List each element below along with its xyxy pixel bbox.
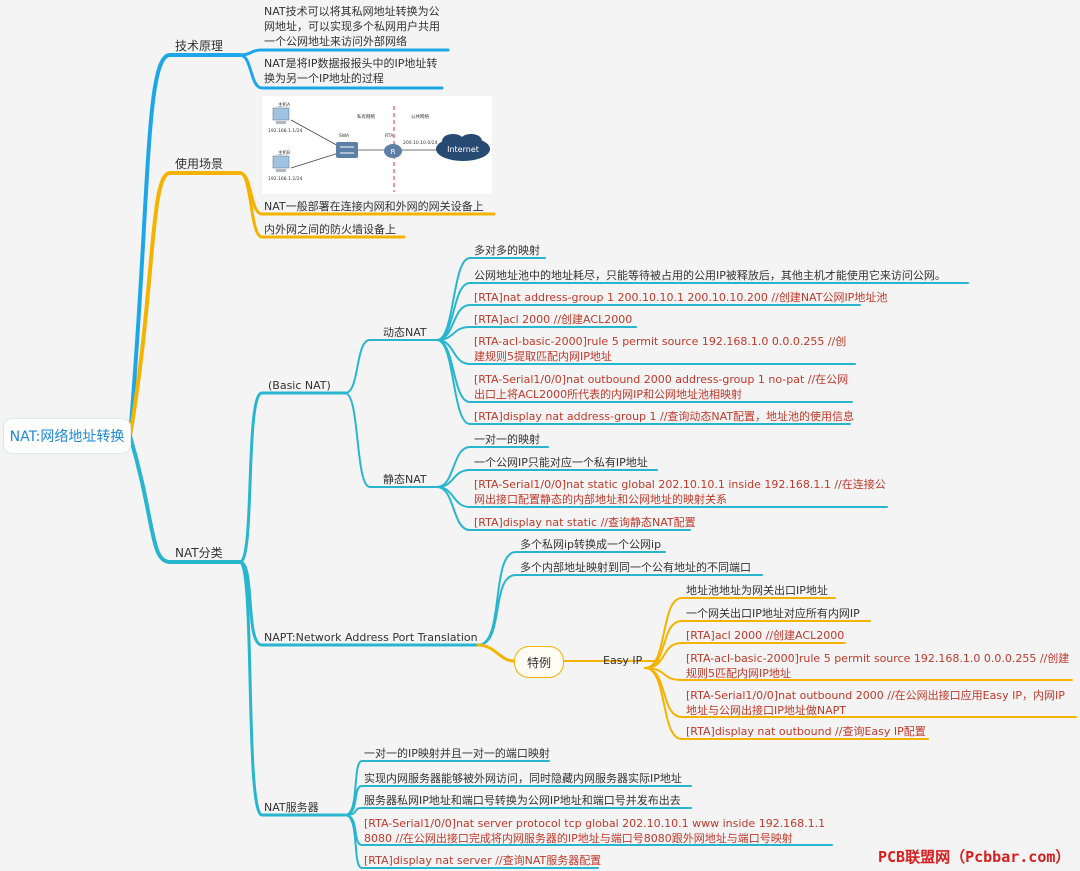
host-a-icon bbox=[272, 107, 290, 124]
dynamic-nat-label[interactable]: 动态NAT bbox=[383, 326, 427, 339]
watermark: PCB联盟网（Pcbbar.com） bbox=[878, 848, 1071, 866]
dynamic-item: [RTA]display nat address-group 1 //查询动态N… bbox=[474, 410, 855, 423]
napt-item: 多个内部地址映射到同一个公有地址的不同端口 bbox=[520, 561, 751, 574]
easyip-item: [RTA-Serial1/0/0]nat outbound 2000 //在公网… bbox=[686, 689, 1065, 717]
link-principle-2 bbox=[238, 53, 444, 90]
nat-server-label[interactable]: NAT服务器 bbox=[264, 801, 319, 814]
principle-item: NAT技术可以将其私网地址转换为公网地址，可以实现多个私网用户共用一个公网地址来… bbox=[264, 5, 440, 48]
scenario-item: NAT一般部署在连接内网和外网的网关设备上 bbox=[264, 200, 484, 213]
basic-nat-label[interactable]: (Basic NAT) bbox=[268, 379, 331, 392]
dynamic-item: [RTA]acl 2000 //创建ACL2000 bbox=[474, 313, 633, 326]
static-item: [RTA]display nat static //查询静态NAT配置 bbox=[474, 516, 696, 529]
swa-label: SWA bbox=[339, 133, 350, 139]
napt-item: 多个私网ip转换成一个公网ip bbox=[520, 538, 662, 551]
rta-label: RTA bbox=[385, 133, 394, 139]
link-principle-1 bbox=[238, 48, 450, 57]
server-item: [RTA]display nat server //查询NAT服务器配置 bbox=[364, 854, 602, 867]
dynamic-item: [RTA-acl-basic-2000]rule 5 permit source… bbox=[474, 335, 847, 363]
special-case-label: 特例 bbox=[526, 655, 551, 670]
easy-ip-label[interactable]: Easy IP bbox=[603, 654, 643, 667]
dynamic-item: [RTA-Serial1/0/0]nat outbound 2000 addre… bbox=[474, 373, 849, 401]
link-class-server bbox=[238, 560, 347, 817]
scenario-item: 内外网之间的防火墙设备上 bbox=[264, 223, 396, 236]
server-item: 实现内网服务器能够被外网访问，同时隐藏内网服务器实际IP地址 bbox=[364, 772, 682, 785]
link-scenario-2 bbox=[238, 171, 406, 239]
link-sta-2 bbox=[436, 469, 658, 488]
router-icon: R bbox=[384, 144, 402, 158]
link-class-basic bbox=[238, 391, 347, 564]
host-a-ip: 192.168.1.1/24 bbox=[268, 128, 303, 134]
static-item: 一个公网IP只能对应一个私有IP地址 bbox=[474, 456, 648, 469]
link-easy-6 bbox=[644, 667, 929, 740]
internet-label: Internet bbox=[447, 145, 479, 154]
link-basic-dynamic bbox=[344, 339, 438, 394]
static-item: [RTA-Serial1/0/0]nat static global 202.1… bbox=[474, 478, 886, 506]
napt-label[interactable]: NAPT:Network Address Port Translation bbox=[264, 631, 478, 644]
link-sta-4 bbox=[436, 486, 691, 531]
link-root-principle bbox=[128, 53, 242, 438]
dynamic-item: 公网地址池中的地址耗尽，只能等待被占用的公用IP被释放后，其他主机才能使用它来访… bbox=[474, 269, 946, 282]
switch-icon bbox=[336, 142, 358, 158]
easyip-item: 地址池地址为网关出口IP地址 bbox=[686, 584, 828, 597]
easyip-item: [RTA]acl 2000 //创建ACL2000 bbox=[686, 629, 845, 642]
classification-label[interactable]: NAT分类 bbox=[175, 546, 223, 560]
server-item: 服务器私网IP地址和端口号转换为公网IP地址和端口号并发布出去 bbox=[364, 794, 681, 807]
host-b-icon bbox=[272, 155, 290, 172]
link-basic-static bbox=[344, 392, 438, 488]
root-node[interactable]: NAT:网络地址转换 bbox=[4, 419, 130, 453]
server-item: [RTA-Serial1/0/0]nat server protocol tcp… bbox=[364, 817, 826, 845]
link-napt-special bbox=[476, 643, 516, 663]
host-a-label: 主机A bbox=[278, 101, 291, 108]
easyip-item: [RTA-acl-basic-2000]rule 5 permit source… bbox=[686, 652, 1070, 680]
link-srv-5 bbox=[344, 814, 599, 869]
private-net-label: 私有网络 bbox=[357, 113, 375, 120]
dynamic-item: 多对多的映射 bbox=[474, 244, 540, 257]
static-nat-label[interactable]: 静态NAT bbox=[383, 473, 427, 486]
special-case-node[interactable]: 特例 bbox=[514, 646, 564, 678]
link-root-classification bbox=[128, 434, 242, 564]
host-b-ip: 192.168.1.2/24 bbox=[268, 176, 303, 182]
public-ip-label: 200.10.10.0/24 bbox=[403, 140, 438, 146]
link-srv-3 bbox=[344, 807, 692, 816]
link-class-napt bbox=[238, 560, 480, 647]
link-napt-2 bbox=[477, 574, 763, 646]
easyip-item: [RTA]display nat outbound //查询Easy IP配置 bbox=[686, 725, 926, 738]
dynamic-item: [RTA]nat address-group 1 200.10.10.1 200… bbox=[474, 291, 888, 304]
link-root-scenario bbox=[128, 171, 242, 438]
server-item: 一对一的IP映射并且一对一的端口映射 bbox=[364, 747, 550, 760]
scenario-label[interactable]: 使用场景 bbox=[175, 157, 224, 171]
easyip-item: 一个网关出口IP地址对应所有内网IP bbox=[686, 607, 860, 620]
link-easy-1 bbox=[644, 597, 836, 669]
internet-cloud-icon bbox=[436, 134, 490, 161]
principle-label[interactable]: 技术原理 bbox=[175, 39, 224, 53]
principle-item: NAT是将IP数据报报头中的IP地址转换为另一个IP地址的过程 bbox=[264, 57, 438, 85]
host-b-label: 主机B bbox=[278, 149, 290, 156]
link-dyn-7 bbox=[436, 339, 851, 425]
public-net-label: 公共网络 bbox=[411, 113, 429, 120]
link-dyn-4 bbox=[436, 326, 637, 341]
svg-text:R: R bbox=[391, 148, 396, 156]
root-label: NAT:网络地址转换 bbox=[9, 429, 125, 445]
link-easy-3 bbox=[644, 642, 846, 669]
network-topology-diagram: R 主机A 192.168.1.1/24 主机B 192.168.1.2/24 … bbox=[262, 96, 492, 194]
static-item: 一对一的映射 bbox=[474, 433, 540, 446]
